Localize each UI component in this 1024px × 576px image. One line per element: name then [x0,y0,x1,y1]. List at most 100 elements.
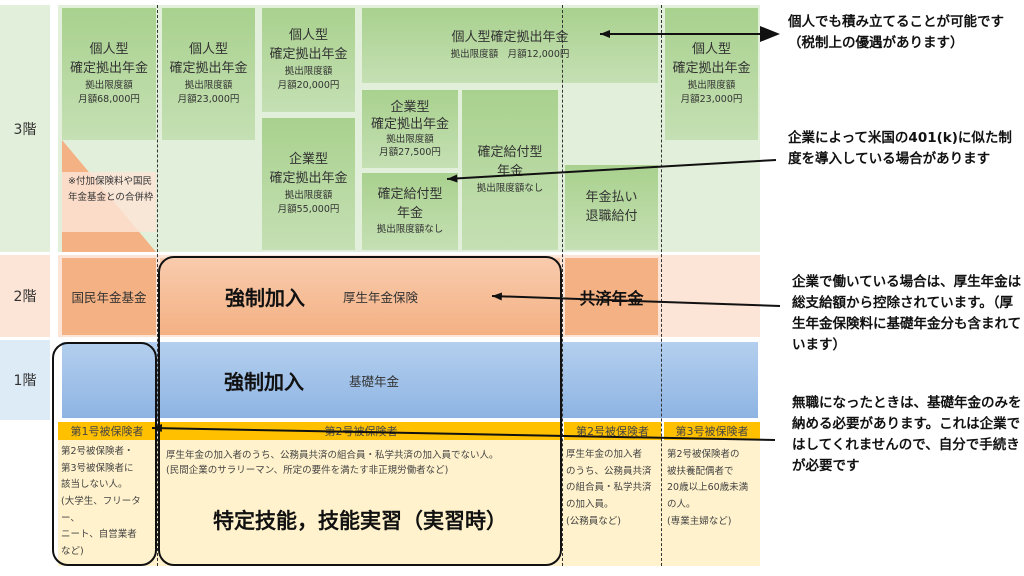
arrowhead-icon [152,424,162,432]
floor-2-label: 2階 [0,255,50,337]
floor-2-text: 2階 [13,289,37,305]
title: 年金 [396,205,423,221]
db-box-2: 確定給付型 年金 拠出限度額なし [462,90,558,250]
limit-label: 拠出限度額 [284,190,333,202]
title: 個人型 [288,28,328,44]
highlight-frame-insured-2 [158,256,562,566]
ideco-box-5: 個人型 確定拠出年金 拠出限度額 月額23,000円 [665,8,758,140]
limit: 拠出限度額 月額12,000円 [450,49,570,61]
title: 確定拠出年金 [370,117,449,133]
insured-background [58,440,760,566]
limit: 月額55,000円 [277,203,340,215]
tokutei-ginou-highlight: 特定技能，技能実習（実習時） [213,509,507,533]
ideco-box-4: 個人型確定拠出年金 拠出限度額 月額12,000円 [362,8,658,83]
title: 確定給付型 [477,145,543,161]
kiso-nenkin-bar: 強制加入 基礎年金 [62,342,758,418]
line: 厚生年金の加入者 [566,449,643,460]
floor-3-text: 3階 [13,121,37,138]
line: のうち、公務員共済 [566,465,652,477]
desc-insured-2-kyosai: 厚生年金の加入者のうち、公務員共済の組合員・私学共済の加入員。 (公務員など) [566,447,661,530]
limit: 月額20,000円 [277,79,340,91]
line: の組合員・私学共済 [566,482,652,494]
title: 確定給付型 [377,186,443,202]
column-divider [157,5,158,566]
corp-dc-box-2: 企業型 確定拠出年金 拠出限度額 月額27,500円 [362,90,458,168]
desc-insured-3: 第2号被保険者の被扶養配偶者で 20歳以上60歳未満の人。 (専業主婦など) [667,447,762,530]
floor-1-label: 1階 [0,340,50,420]
title: 個人型確定拠出年金 [451,30,569,46]
limit-label: 拠出限度額 [85,80,133,92]
kosei-nenkin-box: 強制加入 厚生年金保険 [160,258,560,335]
kiso-label: 基礎年金 [349,373,400,389]
line: (公務員など) [566,515,621,527]
arrowhead-icon [600,30,610,38]
title: 確定拠出年金 [269,47,348,63]
arrow-line [491,295,781,307]
mandatory-label: 強制加入 [224,369,304,394]
line: ニート、自営業者 [61,529,137,541]
arrowhead-icon [447,174,458,183]
title: 退職給付 [585,208,638,224]
header-insured-3: 第3号被保険者 [664,422,760,440]
limit-label: 拠出限度額 [284,66,333,78]
title: 年金払い [585,189,638,205]
line: 第3号被保険者に [61,462,134,474]
column-divider [562,5,563,566]
line: など) [61,545,84,557]
title: 企業型 [288,152,328,168]
ideco-box-1: 個人型 確定拠出年金 拠出限度額 月額68,000円 [62,8,156,140]
title: 個人型 [188,42,228,58]
kosei-label: 厚生年金保険 [343,290,419,305]
arrow-line [151,427,776,441]
limit-label: 拠出限度額 [687,80,736,92]
line: 第2号被保険者・ [61,446,134,457]
line: 第2号被保険者の [667,449,740,460]
limit-label: 拠出限度額 [386,133,434,145]
arrow-line [446,159,777,180]
line: の人。 [667,498,696,510]
kokumin-kikin-box: 国民年金基金 [62,258,156,335]
line: 20歳以上60歳未満 [667,482,749,494]
desc-insured-1: 第2号被保険者・第3号被保険者に該当しない人。 (大学生、フリーター、ニート、自営… [61,444,156,560]
title: 個人型 [89,42,129,58]
line: (専業主婦など) [667,515,732,527]
title: 確定拠出年金 [69,61,148,77]
header-insured-1: 第1号被保険者 [58,422,156,440]
title: 確定拠出年金 [672,61,751,77]
column-divider [661,5,662,566]
note-kosei: 企業で働いている場合は、厚生年金は総支給額から控除されています。（厚生年金保険料… [792,274,1022,353]
line: の加入員。 [566,498,614,510]
desc-insured-2: 厚生年金の加入者のうち、公務員共済の組合員・私学共済の加入員でない人。 (民間企業… [166,448,558,478]
limit-label: 拠出限度額 [184,80,233,92]
db-box-1: 確定給付型 年金 拠出限度額なし [362,173,458,250]
arrowhead-icon [492,292,502,301]
floor-1-text: 1階 [13,373,37,389]
note-unemployed: 無職になったときは、基礎年金のみを納める必要があります。これは企業ではしてくれま… [792,395,1022,474]
line: 該当しない人。 [61,479,128,491]
note-401k: 企業によって米国の401(k)に似た制度を導入している場合があります [788,130,1012,167]
limit: 月額23,000円 [177,93,240,105]
floor-3-label: 3階 [0,5,50,252]
highlight-frame-insured-1 [52,342,157,566]
kyosai-box: 共済年金 [565,258,658,335]
corp-dc-box-1: 企業型 確定拠出年金 拠出限度額 月額55,000円 [262,118,355,250]
ideco-box-3: 個人型 確定拠出年金 拠出限度額 月額20,000円 [262,8,355,112]
limit: 拠出限度額なし [476,182,544,194]
mandatory-label: 強制加入 [225,286,305,310]
line: 被扶養配偶者で [667,465,734,477]
retirement-benefit-box: 年金払い 退職給付 [565,165,658,250]
limit: 月額68,000円 [78,93,140,105]
line: 厚生年金の加入者のうち、公務員共済の組合員・私学共済の加入員でない人。 [166,450,499,461]
title: 確定拠出年金 [169,61,248,77]
limit: 月額23,000円 [680,93,743,105]
limit: 月額27,500円 [379,146,441,158]
title: 確定拠出年金 [269,171,348,187]
line: (大学生、フリーター、 [61,495,141,524]
title: 企業型 [390,99,430,115]
limit: 拠出限度額なし [376,224,444,236]
note-ideco: 個人でも積み立てることが可能です（税制上の優遇があります） [788,14,1004,51]
line: (民間企業のサラリーマン、所定の要件を満たす非正規労働者など) [166,465,449,477]
ideco-box-2: 個人型 確定拠出年金 拠出限度額 月額23,000円 [162,8,255,140]
ideco-note: ※付加保険料や国民年金基金との合併枠 [62,172,156,232]
